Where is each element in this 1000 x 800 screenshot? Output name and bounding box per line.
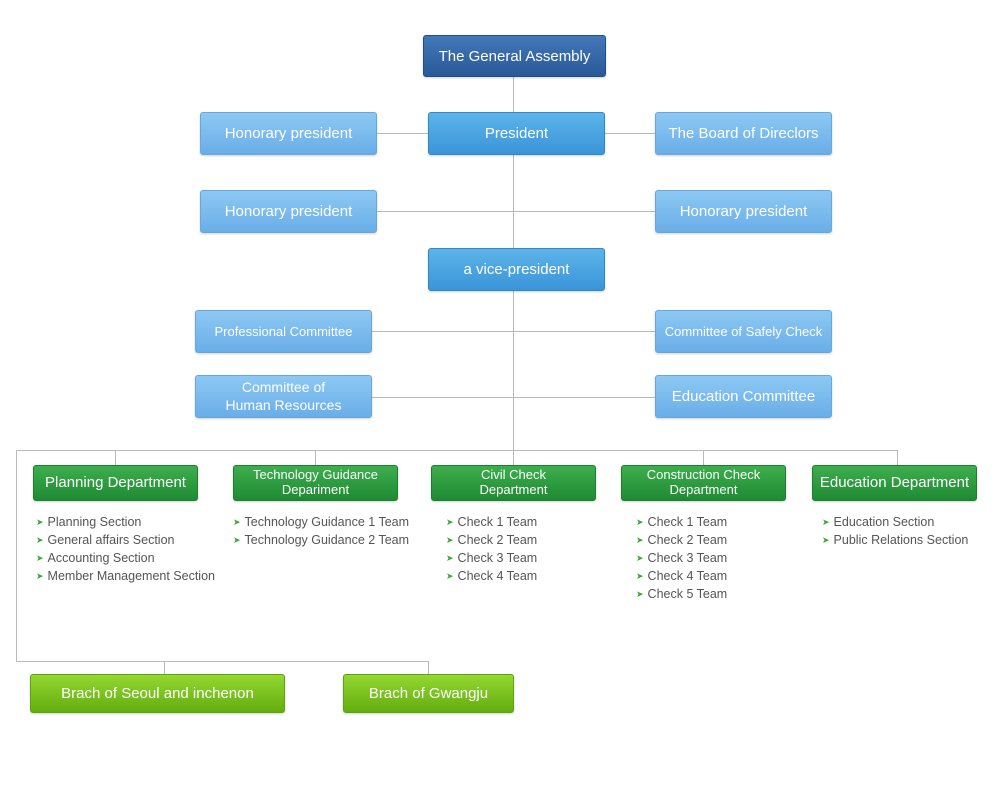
list-item-label: Check 1 Team bbox=[457, 515, 538, 529]
green-arrow-bullet-icon: ➤ bbox=[446, 535, 454, 545]
list-item-label: Public Relations Section bbox=[833, 533, 969, 547]
construction-check-team-list: ➤Check 1 Team ➤Check 2 Team ➤Check 3 Tea… bbox=[636, 513, 727, 603]
list-item-label: Check 2 Team bbox=[647, 533, 728, 547]
green-arrow-bullet-icon: ➤ bbox=[636, 589, 644, 599]
vice-president-box[interactable]: a vice-president bbox=[428, 248, 605, 291]
list-item-label: Check 3 Team bbox=[457, 551, 538, 565]
list-item: ➤Accounting Section bbox=[36, 549, 215, 567]
connector-drop-gwangju bbox=[428, 661, 429, 674]
list-item: ➤Check 5 Team bbox=[636, 585, 727, 603]
list-item: ➤Technology Guidance 1 Team bbox=[233, 513, 409, 531]
board-of-directors-box[interactable]: The Board of Direclors bbox=[655, 112, 832, 155]
human-resources-committee-box[interactable]: Committee of Human Resources bbox=[195, 375, 372, 418]
technology-guidance-department-box[interactable]: Technology Guidance Depariment bbox=[233, 465, 398, 501]
civil-check-label-line-2: Department bbox=[479, 482, 548, 497]
list-item-label: Member Management Section bbox=[47, 569, 215, 583]
professional-committee-box[interactable]: Professional Committee bbox=[195, 310, 372, 353]
education-committee-box[interactable]: Education Committee bbox=[655, 375, 832, 418]
green-arrow-bullet-icon: ➤ bbox=[36, 553, 44, 563]
technology-guidance-team-list: ➤Technology Guidance 1 Team ➤Technology … bbox=[233, 513, 409, 549]
list-item-label: Technology Guidance 1 Team bbox=[244, 515, 410, 529]
green-arrow-bullet-icon: ➤ bbox=[636, 571, 644, 581]
list-item-label: Planning Section bbox=[47, 515, 142, 529]
civil-check-label-line-1: Civil Check bbox=[480, 467, 546, 483]
connector-drop-civil bbox=[513, 450, 514, 465]
list-item-label: Accounting Section bbox=[47, 551, 155, 565]
list-item: ➤General affairs Section bbox=[36, 531, 215, 549]
planning-section-list: ➤Planning Section ➤General affairs Secti… bbox=[36, 513, 215, 585]
green-arrow-bullet-icon: ➤ bbox=[36, 535, 44, 545]
list-item-label: Check 4 Team bbox=[647, 569, 728, 583]
honorary-president-box-3[interactable]: Honorary president bbox=[655, 190, 832, 233]
list-item: ➤Technology Guidance 2 Team bbox=[233, 531, 409, 549]
technology-guidance-label-line-1: Technology Guidance bbox=[252, 467, 379, 483]
education-department-box[interactable]: Education Department bbox=[812, 465, 977, 501]
honorary-president-box-2[interactable]: Honorary president bbox=[200, 190, 377, 233]
list-item-label: Check 1 Team bbox=[647, 515, 728, 529]
green-arrow-bullet-icon: ➤ bbox=[233, 517, 241, 527]
list-item: ➤Planning Section bbox=[36, 513, 215, 531]
green-arrow-bullet-icon: ➤ bbox=[636, 553, 644, 563]
list-item: ➤Check 1 Team bbox=[446, 513, 537, 531]
planning-department-box[interactable]: Planning Department bbox=[33, 465, 198, 501]
education-department-label: Education Department bbox=[819, 474, 970, 492]
connector-drop-seoul bbox=[164, 661, 165, 674]
construction-check-department-box[interactable]: Construction Check Department bbox=[621, 465, 786, 501]
green-arrow-bullet-icon: ➤ bbox=[636, 517, 644, 527]
connector-drop-technology bbox=[315, 450, 316, 465]
connector-committee-row-2 bbox=[372, 397, 655, 398]
list-item: ➤Check 1 Team bbox=[636, 513, 727, 531]
list-item-label: Check 2 Team bbox=[457, 533, 538, 547]
connector-drop-planning bbox=[115, 450, 116, 465]
list-item: ➤Member Management Section bbox=[36, 567, 215, 585]
connector-department-bar bbox=[16, 450, 898, 451]
list-item: ➤Check 2 Team bbox=[636, 531, 727, 549]
connector-branch-bar bbox=[16, 661, 429, 662]
seoul-incheon-branch-box[interactable]: Brach of Seoul and inchenon bbox=[30, 674, 285, 713]
list-item-label: Check 3 Team bbox=[647, 551, 728, 565]
civil-check-department-box[interactable]: Civil Check Department bbox=[431, 465, 596, 501]
list-item: ➤Check 4 Team bbox=[446, 567, 537, 585]
green-arrow-bullet-icon: ➤ bbox=[822, 517, 830, 527]
list-item: ➤Education Section bbox=[822, 513, 968, 531]
connector-branch-trunk bbox=[16, 450, 17, 662]
human-resources-line-1: Committee of bbox=[241, 379, 326, 395]
list-item-label: Check 5 Team bbox=[647, 587, 728, 601]
list-item-label: Technology Guidance 2 Team bbox=[244, 533, 410, 547]
list-item-label: General affairs Section bbox=[47, 533, 175, 547]
list-item: ➤Public Relations Section bbox=[822, 531, 968, 549]
green-arrow-bullet-icon: ➤ bbox=[446, 517, 454, 527]
green-arrow-bullet-icon: ➤ bbox=[636, 535, 644, 545]
construction-check-label-line-1: Construction Check bbox=[646, 467, 761, 483]
general-assembly-box[interactable]: The General Assembly bbox=[423, 35, 606, 77]
green-arrow-bullet-icon: ➤ bbox=[446, 571, 454, 581]
planning-department-label: Planning Department bbox=[45, 474, 186, 492]
list-item: ➤Check 4 Team bbox=[636, 567, 727, 585]
connector-committee-row-1 bbox=[372, 331, 655, 332]
president-box[interactable]: President bbox=[428, 112, 605, 155]
list-item: ➤Check 2 Team bbox=[446, 531, 537, 549]
education-section-list: ➤Education Section ➤Public Relations Sec… bbox=[822, 513, 968, 549]
construction-check-label-line-2: Department bbox=[669, 482, 738, 497]
green-arrow-bullet-icon: ➤ bbox=[36, 571, 44, 581]
green-arrow-bullet-icon: ➤ bbox=[36, 517, 44, 527]
gwangju-branch-box[interactable]: Brach of Gwangju bbox=[343, 674, 514, 713]
list-item-label: Check 4 Team bbox=[457, 569, 538, 583]
connector-drop-construction bbox=[703, 450, 704, 465]
green-arrow-bullet-icon: ➤ bbox=[233, 535, 241, 545]
human-resources-line-2: Human Resources bbox=[225, 396, 342, 413]
list-item: ➤Check 3 Team bbox=[446, 549, 537, 567]
honorary-president-box-1[interactable]: Honorary president bbox=[200, 112, 377, 155]
connector-drop-education bbox=[897, 450, 898, 465]
civil-check-team-list: ➤Check 1 Team ➤Check 2 Team ➤Check 3 Tea… bbox=[446, 513, 537, 585]
green-arrow-bullet-icon: ➤ bbox=[446, 553, 454, 563]
list-item-label: Education Section bbox=[833, 515, 935, 529]
connector-honorary-row bbox=[377, 211, 655, 212]
list-item: ➤Check 3 Team bbox=[636, 549, 727, 567]
green-arrow-bullet-icon: ➤ bbox=[822, 535, 830, 545]
technology-guidance-label-line-2: Depariment bbox=[281, 482, 350, 497]
safety-check-committee-box[interactable]: Committee of Safely Check bbox=[655, 310, 832, 353]
